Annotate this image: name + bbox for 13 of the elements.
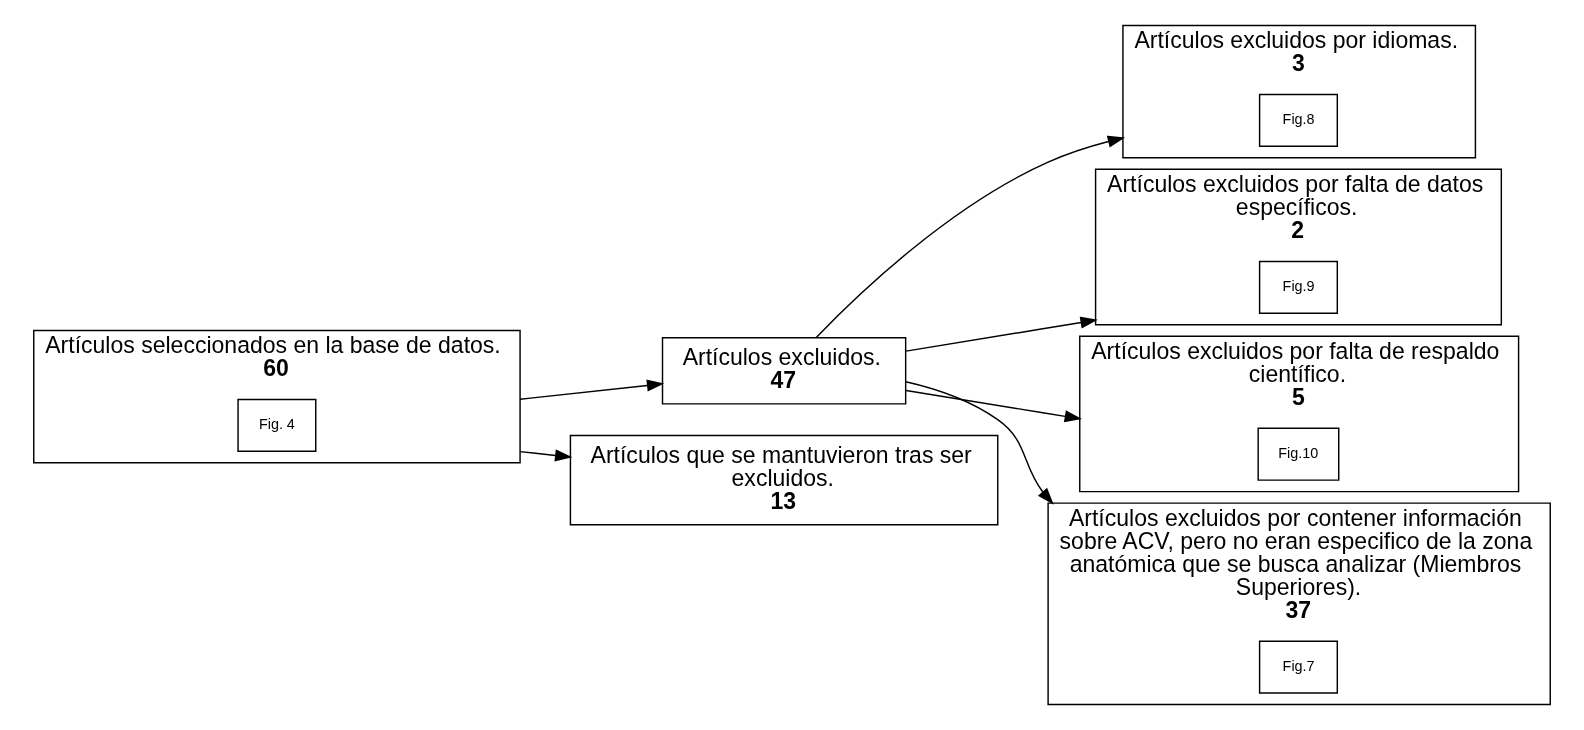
node-box: Fig.10 <box>1257 427 1340 481</box>
arrow <box>905 389 1082 423</box>
node-box: Fig. 4 <box>237 398 317 453</box>
node-box: Fig.9 <box>1258 260 1338 314</box>
arrow <box>905 381 1054 505</box>
node-box: Artículos excluidos. 47 <box>661 336 907 405</box>
node-box: Fig.7 <box>1258 640 1338 694</box>
arrow <box>519 449 573 462</box>
arrow <box>905 316 1098 352</box>
arrow <box>519 379 665 400</box>
node-box: Artículos que se mantuvieron tras ser excluidos. 13 <box>569 434 999 526</box>
node-box: Fig.8 <box>1258 93 1338 147</box>
arrow <box>815 135 1126 339</box>
